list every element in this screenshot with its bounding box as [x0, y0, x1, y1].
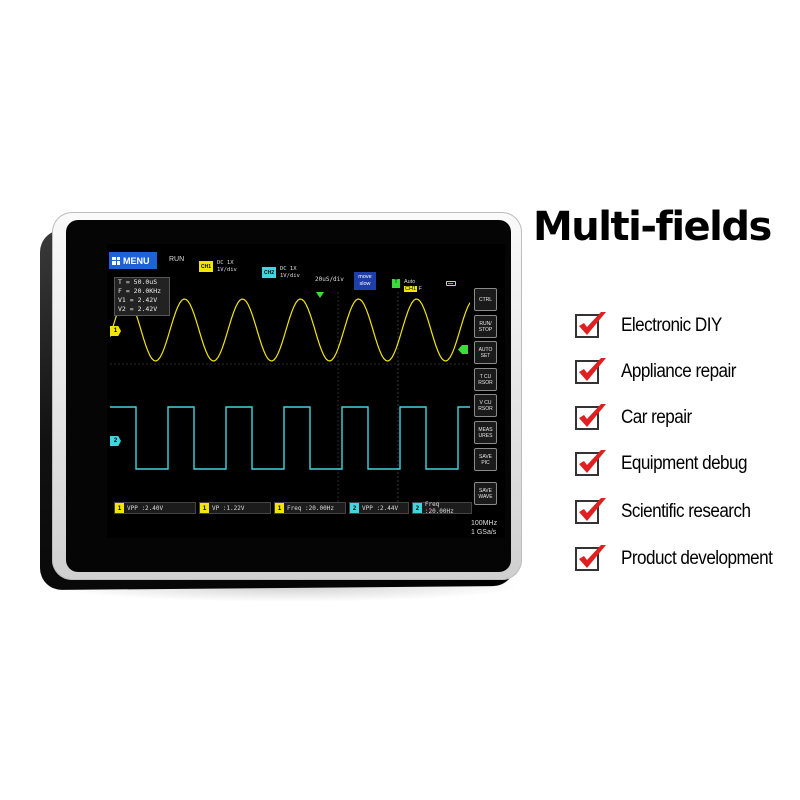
measurement-ch1-vpp[interactable]: 1 VPP :2.40V	[114, 502, 196, 514]
side-button[interactable]: RUN/ STOP	[474, 315, 497, 338]
meas-channel-badge: 1	[275, 503, 284, 513]
trigger-level-marker[interactable]	[458, 345, 468, 354]
side-button-label: SAVE PIC	[479, 453, 492, 466]
side-button[interactable]: T CU RSOR	[474, 368, 497, 391]
checkmark-icon	[575, 358, 606, 384]
readout-period: T = 50.0uS	[118, 278, 158, 286]
feature-label: Scientific research	[621, 501, 751, 522]
checkmark-icon	[575, 450, 606, 476]
feature-item: Scientific research	[575, 498, 765, 524]
meas-channel-badge: 1	[115, 503, 124, 513]
side-button[interactable]: V CU RSOR	[474, 394, 497, 417]
oscilloscope-screen: MENU RUN CH1 DC 1X 1V/div CH2 DC 1X 1V/d…	[107, 244, 505, 538]
cursor-readout: T = 50.0uS F = 20.0KHz V1 = 2.42V V2 = 2…	[114, 277, 170, 316]
feature-label: Electronic DIY	[621, 315, 722, 336]
feature-label: Equipment debug	[621, 453, 747, 474]
meas-value: VPP :2.40V	[127, 504, 164, 512]
ch1-coupling: DC 1X	[217, 260, 234, 266]
side-button-label: RUN/ STOP	[478, 320, 493, 333]
waveform-display[interactable]	[110, 292, 470, 502]
headline: Multi-fields	[533, 204, 772, 250]
measurement-ch2-freq[interactable]: 2 Freq :20.00Hz	[412, 501, 472, 515]
trigger-position-marker	[316, 292, 324, 298]
side-button-label: V CU RSOR	[478, 399, 493, 412]
checkmark-icon	[575, 498, 606, 524]
sample-rate: 1 GSa/s	[471, 529, 497, 536]
feature-item: Car repair	[575, 404, 699, 430]
side-button[interactable]: CTRL	[474, 288, 497, 311]
trigger-settings[interactable]: Auto CH1 F	[404, 279, 422, 292]
side-button[interactable]: MEAS URES	[474, 421, 497, 444]
trigger-source: CH1	[404, 285, 418, 292]
feature-label: Product development	[621, 548, 773, 569]
trigger-edge: F	[418, 285, 422, 292]
meas-value: VPP :2.44V	[362, 504, 399, 512]
ch1-scale: 1V/div	[217, 267, 237, 273]
feature-item: Appliance repair	[575, 358, 749, 384]
timebase[interactable]: 20uS/div	[315, 276, 344, 283]
measurement-ch2-vpp[interactable]: 2 VPP :2.44V	[349, 502, 409, 514]
readout-v2: V2 = 2.42V	[118, 305, 158, 313]
measurement-ch1-freq[interactable]: 1 Freq :20.00Hz	[274, 502, 346, 514]
ch1-settings[interactable]: DC 1X 1V/div	[217, 260, 237, 274]
feature-item: Product development	[575, 545, 789, 571]
ch1-level-marker[interactable]: 1	[110, 326, 121, 336]
ch2-badge[interactable]: CH2	[262, 267, 276, 278]
menu-label: MENU	[123, 255, 150, 266]
readout-v1: V1 = 2.42V	[118, 296, 158, 304]
meas-value: VP :1.22V	[212, 504, 245, 512]
device-specs: 100MHz 1 GSa/s	[471, 519, 497, 537]
slow-label: slow	[359, 280, 371, 287]
ch1-marker-label: 1	[113, 328, 118, 334]
meas-channel-badge: 2	[413, 503, 422, 513]
meas-value: Freq :20.00Hz	[287, 504, 334, 512]
ch2-settings[interactable]: DC 1X 1V/div	[280, 266, 300, 280]
readout-frequency: F = 20.0KHz	[118, 287, 162, 295]
menu-grid-icon	[112, 256, 120, 265]
feature-label: Car repair	[621, 407, 692, 428]
trigger-mode: Auto	[404, 279, 416, 285]
side-button[interactable]: SAVE WAVE	[474, 482, 497, 505]
trigger-badge[interactable]: T	[392, 279, 400, 288]
run-state[interactable]: RUN	[169, 256, 185, 263]
checkmark-icon	[575, 312, 606, 338]
plot-area	[110, 292, 470, 502]
side-button[interactable]: SAVE PIC	[474, 448, 497, 471]
checkmark-icon	[575, 404, 606, 430]
feature-item: Electronic DIY	[575, 312, 733, 338]
meas-value: Freq :20.00Hz	[424, 501, 454, 515]
measurement-ch1-vp[interactable]: 1 VP :1.22V	[199, 502, 271, 514]
feature-label: Appliance repair	[621, 361, 736, 382]
bandwidth: 100MHz	[471, 520, 498, 527]
side-button[interactable]: AUTO SET	[474, 341, 497, 364]
meas-channel-badge: 2	[350, 503, 359, 513]
ch2-level-marker[interactable]: 2	[110, 436, 121, 446]
side-button-label: MEAS URES	[478, 426, 493, 439]
ch2-waveform	[110, 406, 470, 470]
ch1-waveform	[110, 298, 470, 362]
move-label: move	[358, 274, 372, 280]
ch2-scale: 1V/div	[280, 273, 300, 279]
meas-channel-badge: 1	[200, 503, 209, 513]
feature-item: Equipment debug	[575, 450, 761, 476]
checkmark-icon	[575, 545, 606, 571]
battery-icon	[446, 281, 456, 286]
ch1-badge[interactable]: CH1	[199, 261, 213, 272]
side-button-label: T CU RSOR	[478, 373, 493, 386]
side-button-label: AUTO SET	[478, 346, 493, 359]
side-button-label: SAVE WAVE	[478, 487, 493, 500]
move-speed-button[interactable]: move slow	[354, 272, 376, 290]
ch2-coupling: DC 1X	[280, 266, 297, 272]
side-button-label: CTRL	[478, 296, 493, 303]
menu-button[interactable]: MENU	[109, 252, 157, 269]
ch2-marker-label: 2	[113, 438, 118, 444]
